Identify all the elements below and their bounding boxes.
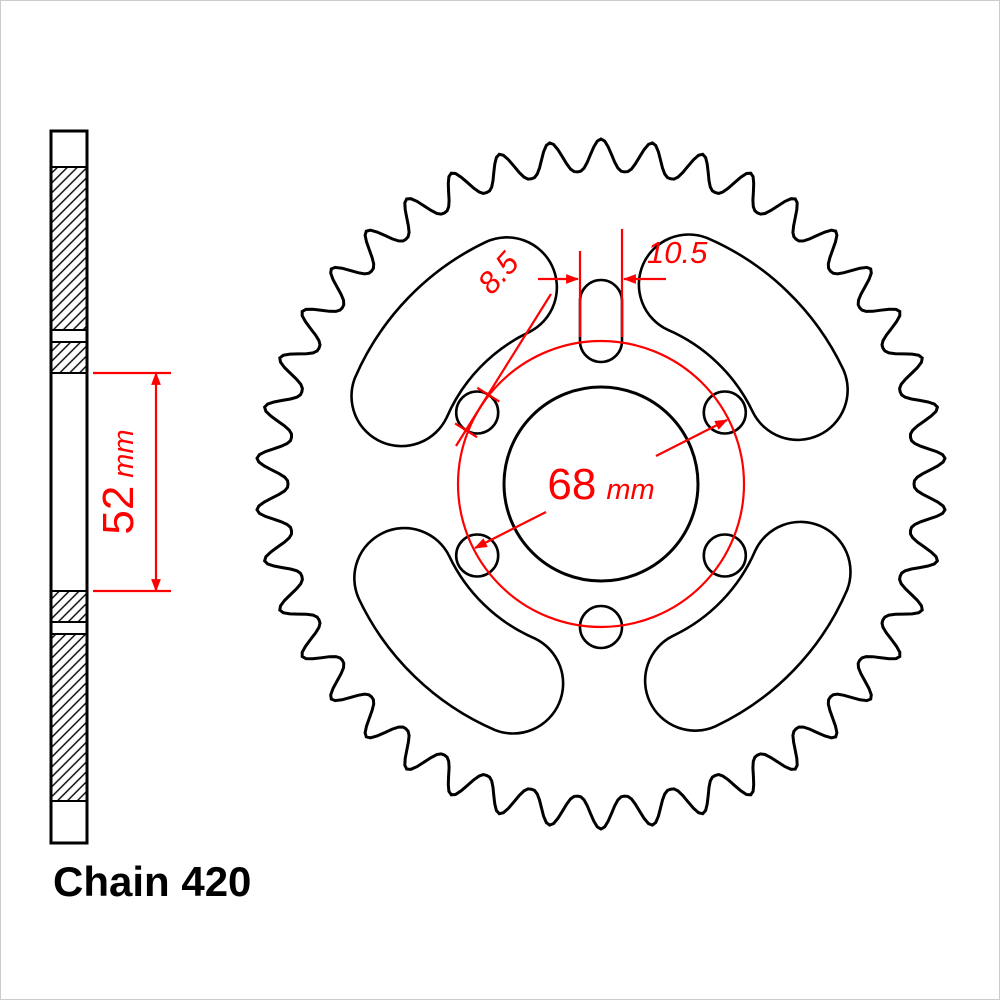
cutout <box>350 236 559 448</box>
cutout <box>353 526 565 735</box>
dim-52-unit: mm <box>108 429 140 477</box>
caption: Chain 420 <box>53 858 251 905</box>
bolt-circle-reference <box>456 339 746 629</box>
top-slot <box>578 278 624 364</box>
dim-52-value: 52 <box>94 486 143 535</box>
hatch-band <box>51 342 87 373</box>
hatch-band <box>51 167 87 330</box>
dim-text-68: 68 mm <box>547 460 654 509</box>
dim-tick-8-5 <box>476 386 500 403</box>
center-bore <box>502 385 700 583</box>
bolt-holes <box>454 390 748 650</box>
hatch-band <box>51 634 87 801</box>
dim-arrow-68-right <box>655 419 728 457</box>
dim-68-unit: mm <box>606 474 654 506</box>
side-view <box>49 129 89 845</box>
cutout <box>637 233 849 442</box>
dim-68-value: 68 <box>547 460 596 509</box>
dim-text-52: 52 mm <box>94 429 143 534</box>
lightening-cutouts <box>350 233 852 735</box>
dim-tick-8-5 <box>454 422 478 439</box>
cutout <box>643 520 852 732</box>
dim-text-10-5: 10.5 <box>647 235 708 270</box>
hatch-band <box>51 591 87 622</box>
front-view <box>255 137 947 831</box>
dim-arrow-68-left <box>474 511 547 549</box>
dimension-52: 52 mm <box>93 371 171 593</box>
dimension-10-5: 10.5 <box>538 229 708 337</box>
section-boundary-lines <box>51 166 87 802</box>
dimension-68: 68 mm <box>456 339 746 629</box>
leader-line-8-5 <box>455 293 552 447</box>
